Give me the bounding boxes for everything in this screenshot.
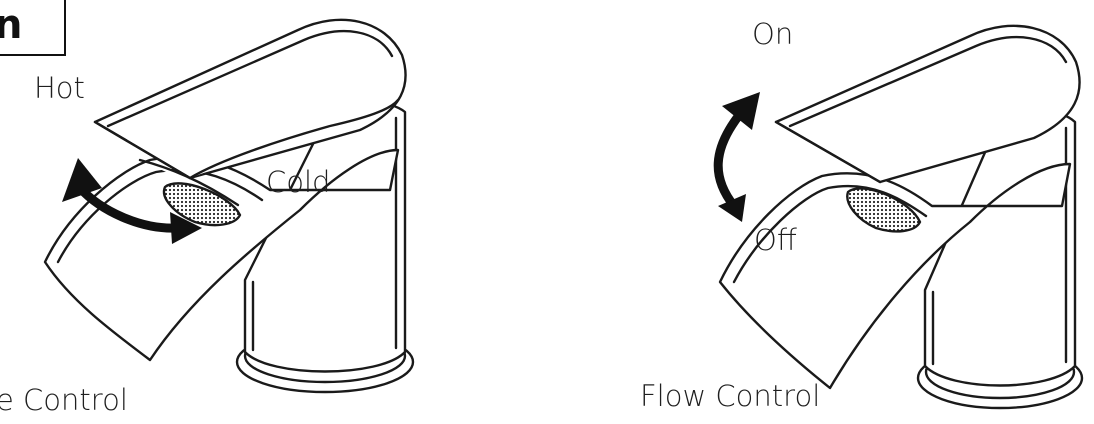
temperature-control-caption: e Control xyxy=(0,383,128,417)
flow-control-caption: Flow Control xyxy=(640,379,821,413)
hot-label: Hot xyxy=(34,71,85,105)
left-faucet-icon xyxy=(43,18,415,394)
hot-cold-arrow-icon xyxy=(62,158,202,244)
section-heading-box: n xyxy=(0,0,66,56)
section-heading: n xyxy=(0,2,23,48)
cold-label: Cold xyxy=(266,165,331,199)
off-label: Off xyxy=(754,223,797,257)
right-faucet-icon xyxy=(718,24,1084,410)
on-label: On xyxy=(752,17,794,51)
on-off-arrow-icon xyxy=(713,92,760,222)
